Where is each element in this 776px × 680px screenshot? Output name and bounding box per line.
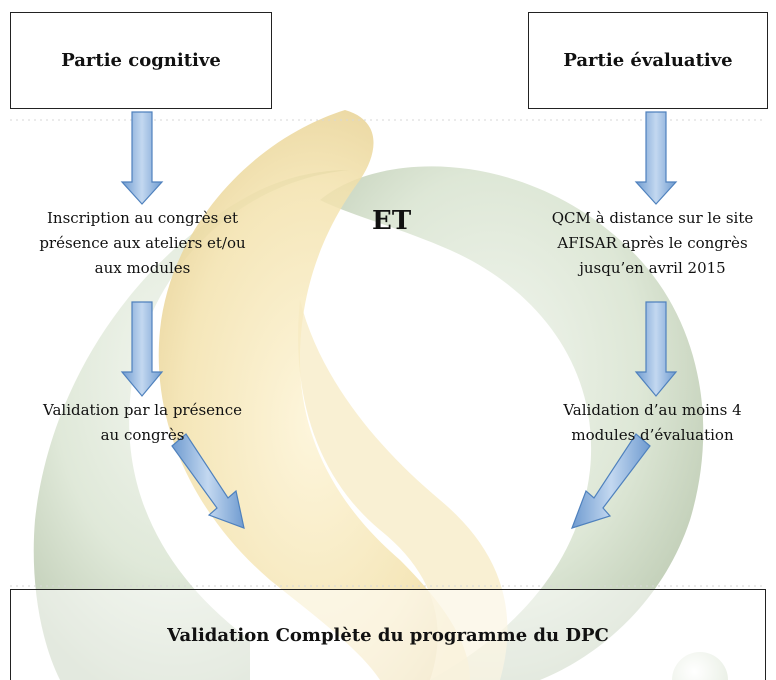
down-arrow-icon [634, 111, 678, 205]
left-step-1-line-1: Inscription au congrès et [46, 209, 239, 227]
right-step-2-line-2: modules d’évaluation [571, 426, 734, 444]
connector-label: ET [372, 206, 412, 236]
right-step-1-line-1: QCM à distance sur le site [551, 209, 754, 227]
right-header-label: Partie évaluative [563, 50, 733, 71]
left-step-1-line-3: aux modules [94, 259, 191, 277]
down-arrow-icon [120, 301, 164, 397]
left-step-2-line-1: Validation par la présence [43, 401, 242, 419]
result-label: Validation Complète du programme du DPC [167, 624, 609, 646]
left-header-label: Partie cognitive [61, 50, 221, 71]
swirl-cream-inner [298, 300, 508, 680]
right-step-1: QCM à distance sur le site AFISAR après … [515, 206, 776, 281]
left-step-2: Validation par la présence au congrès [10, 398, 275, 448]
left-step-1: Inscription au congrès et présence aux a… [10, 206, 275, 281]
swirl-green-lobe-right [320, 166, 704, 680]
right-step-2-line-1: Validation d’au moins 4 [563, 401, 742, 419]
right-step-2: Validation d’au moins 4 modules d’évalua… [515, 398, 776, 448]
diagonal-arrow-icon [171, 433, 245, 529]
left-step-1-line-2: présence aux ateliers et/ou [39, 234, 246, 252]
result-box: Validation Complète du programme du DPC [10, 589, 766, 680]
diagonal-arrow-icon [571, 433, 651, 529]
right-step-1-line-2: AFISAR après le congrès [557, 234, 748, 252]
right-header-box: Partie évaluative [528, 12, 768, 109]
down-arrow-icon [634, 301, 678, 397]
swirl-cream [158, 110, 470, 680]
left-step-2-line-2: au congrès [100, 426, 185, 444]
down-arrow-icon [120, 111, 164, 205]
right-step-1-line-3: jusqu’en avril 2015 [579, 259, 726, 277]
swirl-green-lobe-left [33, 170, 350, 680]
left-header-box: Partie cognitive [10, 12, 272, 109]
